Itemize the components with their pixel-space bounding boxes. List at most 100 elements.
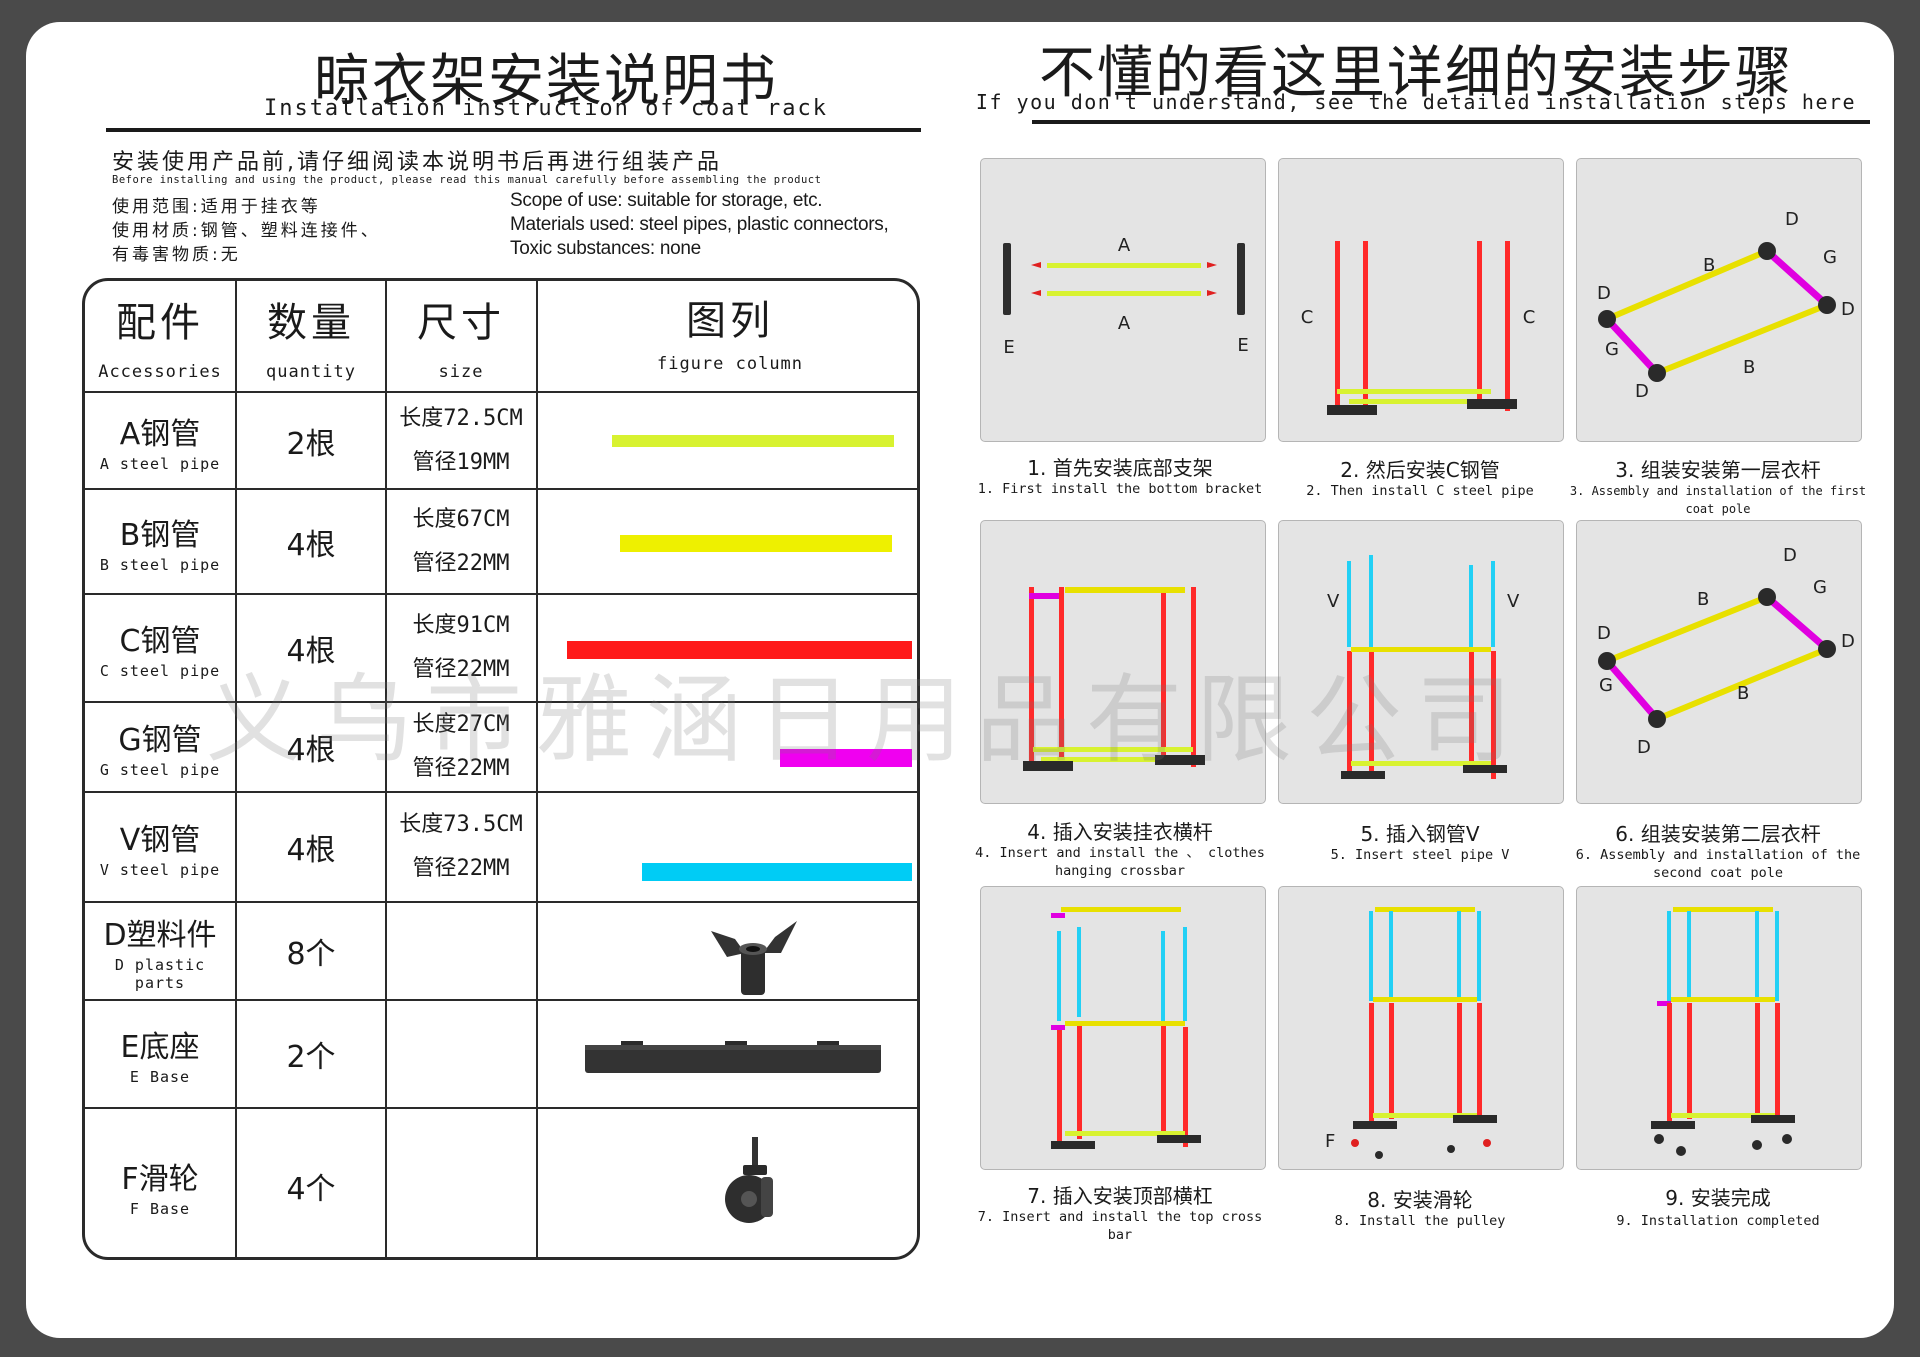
- part-size-cell: 长度72.5CM 管径19MM: [386, 393, 536, 488]
- step-6-label: G: [1599, 675, 1613, 696]
- step-8-label: F: [1325, 1131, 1335, 1152]
- part-name-cell: E底座 E Base: [85, 1001, 235, 1107]
- part-name-cn: D塑料件: [103, 918, 217, 953]
- tee-connector-icon: [711, 921, 797, 995]
- header-size-en: size: [438, 362, 484, 382]
- intro-notice: 安装使用产品前,请仔细阅读本说明书后再进行组装产品: [112, 150, 722, 175]
- step-2-label: C: [1301, 307, 1314, 328]
- part-name-cn: V钢管: [119, 823, 201, 858]
- part-size-cell: 长度73.5CM 管径22MM: [386, 793, 536, 901]
- part-length: 长度72.5CM: [399, 405, 523, 431]
- row-divider: [85, 593, 917, 595]
- part-diameter: 管径22MM: [412, 856, 510, 881]
- header-quantity-en: quantity: [266, 362, 356, 382]
- instruction-sheet: 晾衣架安装说明书 Installation instruction of coa…: [26, 22, 1894, 1338]
- right-title-rule: [1032, 120, 1870, 124]
- part-quantity: 2根: [286, 426, 336, 462]
- part-name-cn: E底座: [120, 1030, 200, 1065]
- step-6-label: B: [1697, 589, 1709, 610]
- part-diameter: 管径22MM: [412, 657, 510, 682]
- step-3-illustration: D D D D B B G G: [1597, 209, 1855, 402]
- pipe-g-swatch: [780, 749, 912, 767]
- part-name-cell: G钢管 G steel pipe: [85, 703, 235, 791]
- row-divider: [85, 791, 917, 793]
- part-quantity: 4根: [286, 733, 336, 768]
- part-name-cell: F滑轮 F Base: [85, 1109, 235, 1257]
- toxic-en: Toxic substances: none: [510, 238, 701, 259]
- part-name-cn: G钢管: [118, 723, 202, 758]
- row-divider: [85, 1107, 917, 1109]
- pipe-a-swatch: [612, 435, 894, 447]
- step-4-caption: 4. Insert and install the 、 clothes hang…: [975, 845, 1265, 879]
- step-9-caption: 9. Installation completed: [1616, 1213, 1820, 1229]
- part-size-cell: 长度27CM 管径22MM: [386, 703, 536, 791]
- step-8-title: 8. 安装滑轮: [1367, 1188, 1473, 1212]
- step-5-label: V: [1507, 591, 1520, 612]
- step-6-illustration: D D D D B B G G: [1597, 545, 1855, 758]
- part-length: 长度73.5CM: [399, 812, 523, 837]
- part-name-en: G steel pipe: [99, 761, 221, 779]
- left-subtitle: Installation instruction of coat rack: [263, 96, 829, 121]
- step-1-label: E: [1003, 337, 1014, 358]
- step-8-illustration: F: [1325, 907, 1497, 1159]
- part-quantity: 4根: [286, 634, 336, 669]
- step-6-label: D: [1597, 623, 1611, 644]
- header-accessories: 配件 Accessories: [85, 281, 235, 391]
- toxic-cn: 有毒害物质:无: [112, 245, 241, 265]
- step-7-panel: [980, 886, 1266, 1170]
- pipe-c-swatch: [567, 641, 912, 659]
- step-3-label: B: [1703, 255, 1715, 276]
- step-6-label: D: [1783, 545, 1797, 566]
- part-name-cell: V钢管 V steel pipe: [85, 793, 235, 901]
- row-divider: [85, 999, 917, 1001]
- step-9-title: 9. 安装完成: [1665, 1186, 1771, 1210]
- row-divider: [85, 901, 917, 903]
- part-name-en: D plastic parts: [114, 956, 206, 992]
- part-name-cn: F滑轮: [121, 1162, 199, 1197]
- part-name-en: B steel pipe: [99, 555, 221, 574]
- step-2-caption: 2. Then install C steel pipe: [1306, 483, 1534, 499]
- step-3-caption: 3. Assembly and installation of the firs…: [1569, 484, 1867, 516]
- part-length: 长度91CM: [412, 613, 510, 638]
- step-7-title: 7. 插入安装顶部横杠: [1027, 1184, 1213, 1208]
- step-6-label: G: [1813, 577, 1827, 598]
- part-length: 长度27CM: [412, 712, 510, 737]
- right-subtitle: If you don't understand, see the detaile…: [975, 90, 1857, 114]
- part-quantity: 4根: [286, 833, 336, 868]
- part-name-cell: D塑料件 D plastic parts: [85, 903, 235, 999]
- base-icon: [585, 1041, 881, 1073]
- step-1-caption: 1. First install the bottom bracket: [977, 481, 1263, 497]
- step-9-panel: [1576, 886, 1862, 1170]
- intro-notice-en: Before installing and using the product,…: [112, 174, 822, 186]
- step-3-title: 3. 组装安装第一层衣杆: [1615, 458, 1821, 482]
- part-name-cell: B钢管 B steel pipe: [85, 490, 235, 593]
- step-1-illustration: A A E E: [1003, 235, 1249, 358]
- step-2-panel: C C: [1278, 158, 1564, 442]
- materials-cn: 使用材质:钢管、塑料连接件、: [112, 221, 381, 241]
- step-8-panel: F: [1278, 886, 1564, 1170]
- step-3-label: G: [1823, 247, 1837, 268]
- part-name-en: V steel pipe: [99, 861, 221, 879]
- part-size-cell: 长度91CM 管径22MM: [386, 595, 536, 701]
- caster-wheel-icon: [725, 1137, 773, 1223]
- step-1-panel: A A E E: [980, 158, 1266, 442]
- scope-cn: 使用范围:适用于挂衣等: [112, 197, 321, 217]
- pipe-v-swatch: [642, 863, 912, 881]
- step-3-label: D: [1597, 283, 1611, 304]
- step-7-caption: 7. Insert and install the top cross bar: [977, 1209, 1263, 1243]
- step-3-panel: D D D D B B G G: [1576, 158, 1862, 442]
- row-divider: [85, 701, 917, 703]
- materials-en: Materials used: steel pipes, plastic con…: [510, 214, 889, 235]
- header-size: 尺寸 size: [386, 281, 536, 391]
- row-divider: [85, 391, 917, 393]
- step-3-label: D: [1841, 299, 1855, 320]
- step-6-label: B: [1737, 683, 1749, 704]
- left-title-rule: [106, 128, 921, 132]
- left-title: 晾衣架安装说明书: [314, 49, 778, 114]
- step-1-label: A: [1118, 313, 1131, 334]
- scope-en: Scope of use: suitable for storage, etc.: [510, 190, 823, 211]
- step-5-illustration: V V: [1327, 555, 1520, 779]
- column-divider: [385, 281, 387, 1257]
- step-6-title: 6. 组装安装第二层衣杆: [1615, 822, 1821, 846]
- step-4-panel: [980, 520, 1266, 804]
